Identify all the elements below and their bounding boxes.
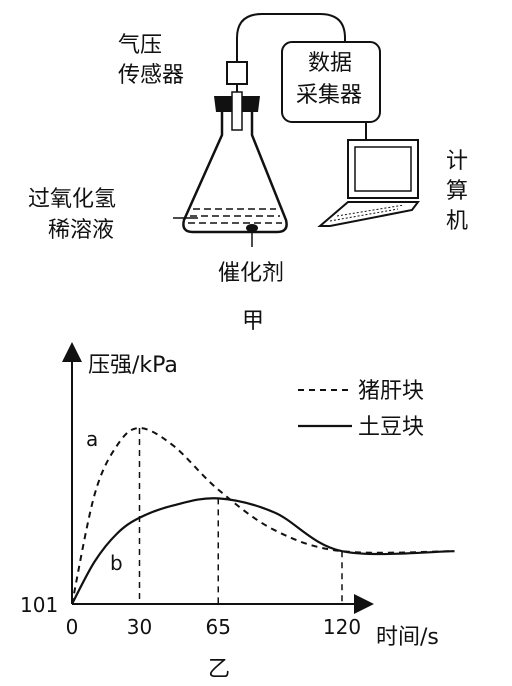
y-axis-title: 压强/kPa [88, 353, 178, 378]
legend-label-pig-liver: 猪肝块 [358, 379, 424, 404]
solution-label-line2: 稀溶液 [48, 218, 114, 243]
chart-legend: 猪肝块 土豆块 [298, 379, 424, 440]
caption-yi: 乙 [208, 657, 230, 682]
data-collector-box [281, 41, 381, 123]
conical-flask-icon [182, 112, 288, 234]
hydrogen-peroxide-liquid [188, 208, 282, 224]
y-start-label: 101 [20, 593, 58, 617]
x-axis-title: 时间/s [376, 625, 439, 650]
solution-label-line1: 过氧化氢 [28, 187, 116, 212]
x-tick-label-0: 0 [66, 615, 79, 639]
sensor-label-line2: 传感器 [118, 63, 184, 88]
pressure-sensor-icon [226, 61, 248, 85]
series-line-potato [71, 497, 455, 605]
legend-label-potato: 土豆块 [358, 415, 424, 440]
x-tick-label-120: 120 [323, 615, 361, 639]
catalyst-icon [246, 224, 258, 232]
curve-letter-b: b [110, 551, 123, 575]
pressure-chart: 压强/kPa 时间/s 101 0 30 65 120 a b 猪肝块 土豆块 乙 [20, 342, 455, 682]
curve-letter-a: a [86, 427, 98, 451]
series-line-pig-liver [71, 426, 455, 605]
caption-jia: 甲 [242, 309, 264, 334]
catalyst-label: 催化剂 [218, 261, 284, 286]
computer-label-char1: 计 [446, 149, 468, 174]
sensor-label-line1: 气压 [118, 33, 162, 58]
computer-label-char3: 机 [446, 209, 468, 234]
computer-icon [317, 139, 420, 227]
computer-label-char2: 算 [446, 179, 468, 204]
x-tick-label-65: 65 [206, 615, 231, 639]
collector-label-line2: 采集器 [296, 83, 362, 108]
x-tick-label-30: 30 [127, 615, 152, 639]
sensor-cable [236, 13, 346, 62]
apparatus-diagram: 气压 传感器 数据 采集器 计 算 机 过氧化氢 稀溶液 催化剂 甲 [28, 13, 468, 334]
collector-label-line1: 数据 [308, 51, 352, 76]
